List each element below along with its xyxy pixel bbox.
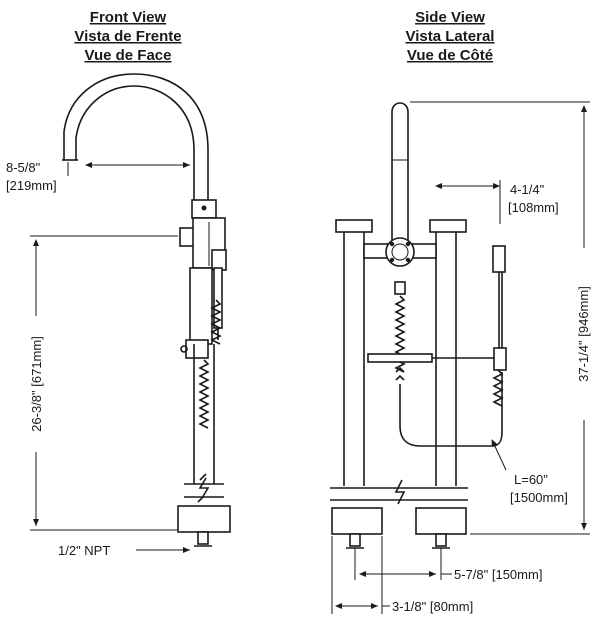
front-view-title-fr: Vue de Face — [85, 47, 172, 64]
front-spout-outer — [75, 85, 195, 200]
front-handle-stub — [179, 227, 195, 247]
front-view-title-es: Vista de Frente — [74, 28, 181, 45]
front-base — [177, 505, 231, 533]
handle-offset-mm-label: [108mm] — [508, 200, 559, 215]
front-break-mark — [197, 473, 210, 503]
spout-reach-mm-label: [219mm] — [6, 178, 57, 193]
side-base-left — [331, 507, 383, 535]
side-holder-clip — [493, 347, 507, 371]
front-spout-inner — [63, 73, 209, 200]
front-lower-diverter — [185, 339, 209, 359]
side-valve-hub — [385, 237, 415, 267]
side-spout — [391, 102, 409, 250]
front-view-title: Front View Vista de Frente Vue de Face — [74, 9, 181, 64]
side-hose-loop — [399, 372, 503, 447]
front-hose — [198, 359, 210, 429]
total-height-label: 37-1/4" [946mm] — [576, 286, 591, 382]
side-right-handle — [429, 219, 467, 233]
leg-spacing-label: 5-7/8" [150mm] — [454, 567, 542, 582]
front-diverter — [211, 249, 227, 271]
front-height-label: 26-3/8" [671mm] — [29, 336, 44, 432]
side-dimensions: 4-1/4" [108mm] 37-1/4" [946mm] L=60" [15… — [331, 101, 591, 614]
side-view-faucet — [330, 102, 507, 549]
front-supply-stub — [197, 531, 209, 545]
handle-offset-label: 4-1/4" — [510, 182, 545, 197]
front-lower-body — [189, 267, 213, 345]
hose-length-label: L=60" — [514, 472, 548, 487]
side-holder-bar — [367, 353, 433, 363]
side-break-mark — [394, 479, 406, 505]
connection-label: 1/2" NPT — [58, 543, 110, 558]
hose-length-mm-label: [1500mm] — [510, 490, 568, 505]
front-collar-screw — [201, 205, 207, 211]
side-handshower-head — [492, 245, 506, 273]
side-base-right — [415, 507, 467, 535]
side-view-title-en: Side View — [415, 9, 485, 26]
spout-reach-label: 8-5/8" — [6, 160, 41, 175]
base-width-label: 3-1/8" [80mm] — [392, 599, 473, 614]
front-dimensions: 8-5/8" [219mm] 26-3/8" [671mm] 1/2" NPT — [6, 160, 190, 558]
front-view-faucet — [62, 73, 231, 547]
side-view-title-es: Vista Lateral — [406, 28, 495, 45]
front-view-title-en: Front View — [90, 9, 167, 26]
side-view-title-fr: Vue de Côté — [407, 47, 493, 64]
side-left-handle — [335, 219, 373, 233]
side-view-title: Side View Vista Lateral Vue de Côté — [406, 9, 495, 64]
